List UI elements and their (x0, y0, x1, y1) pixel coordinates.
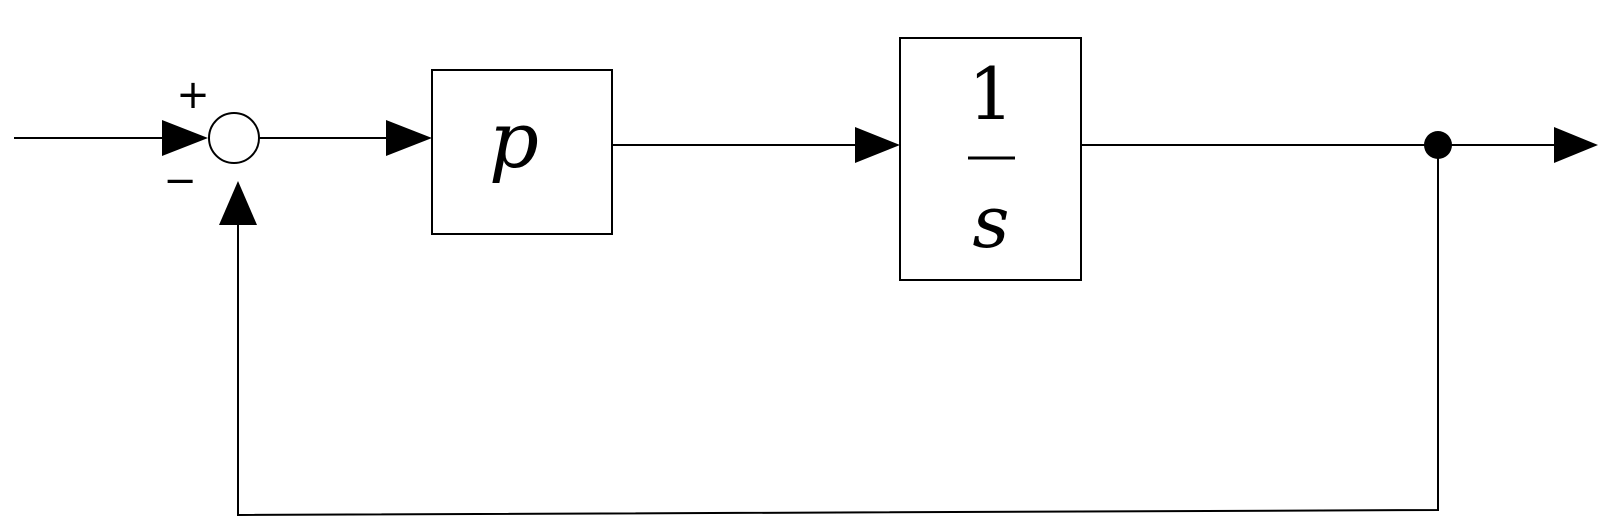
summing-junction (208, 112, 260, 164)
integrator-denominator: s (973, 180, 1010, 264)
gain-block (431, 69, 613, 235)
feedback-path (237, 145, 1439, 517)
gain-label: p (489, 96, 539, 186)
input-arrowhead (162, 120, 208, 156)
gain-input-arrowhead (386, 120, 432, 156)
integrator-input-arrowhead (855, 127, 900, 163)
plus-sign: + (176, 72, 210, 118)
feedback-arrowhead (219, 181, 257, 225)
integrator-numerator: 1 (968, 52, 1014, 136)
output-arrowhead (1554, 127, 1598, 163)
minus-sign: − (163, 158, 197, 204)
